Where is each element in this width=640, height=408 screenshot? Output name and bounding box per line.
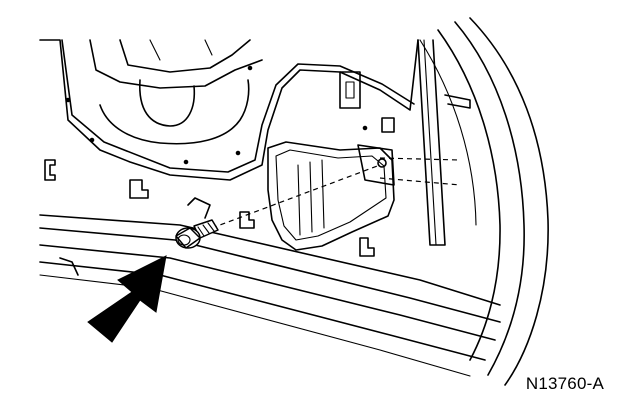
inner-panel <box>39 39 419 181</box>
bolt-icon <box>175 219 219 249</box>
alignment-dashes <box>211 157 461 229</box>
figure-id-label: N13760-A <box>525 374 604 393</box>
door-rails <box>39 214 501 377</box>
panel-holes <box>65 65 368 165</box>
pointer-arrow-icon <box>87 255 167 343</box>
window-channel <box>417 39 471 246</box>
door-frame-outline <box>419 17 549 386</box>
lock-cutout <box>267 141 395 251</box>
clip-slots <box>44 71 395 257</box>
